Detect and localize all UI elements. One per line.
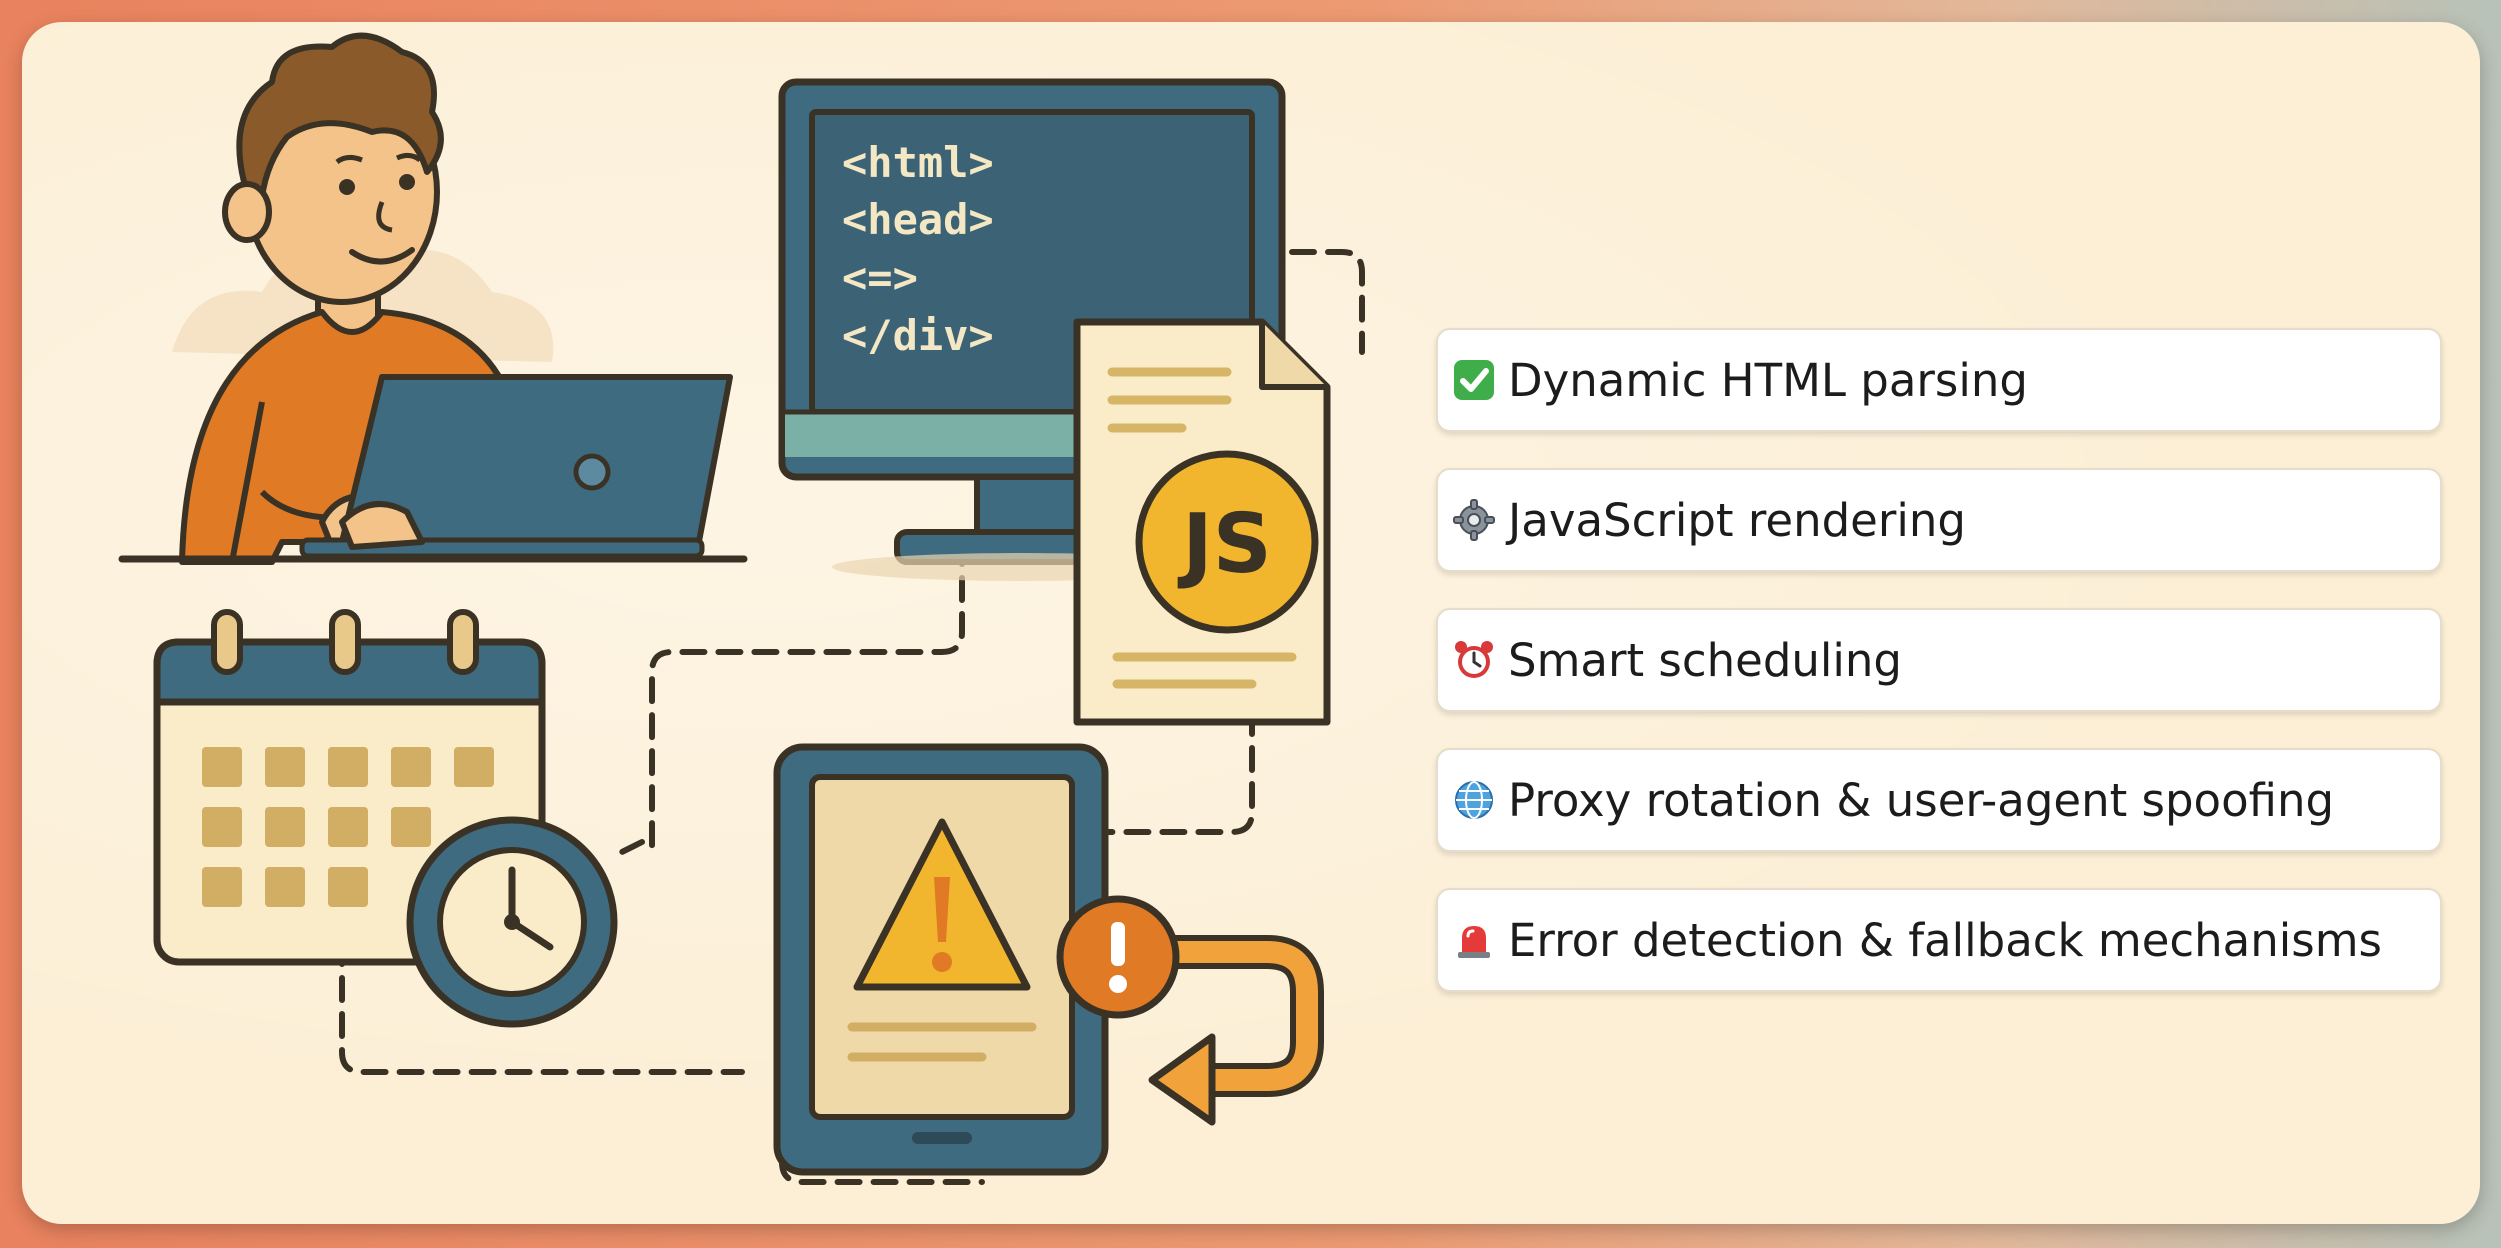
alarm-clock-icon	[1452, 638, 1496, 682]
feature-label: Smart scheduling	[1508, 633, 1902, 687]
code-line: <=>	[842, 253, 918, 302]
person-at-laptop	[118, 32, 748, 565]
feature-label: Proxy rotation & user-agent spoofing	[1508, 773, 2335, 827]
clock-icon	[406, 816, 618, 1028]
feature-item-proxy-rotation: Proxy rotation & user-agent spoofing	[1436, 748, 2442, 852]
error-alert-icon	[1056, 895, 1324, 1126]
diagram-card: <html> <head> <=> </div> JS	[22, 22, 2480, 1224]
feature-item-dynamic-html: Dynamic HTML parsing	[1436, 328, 2442, 432]
globe-icon	[1452, 778, 1496, 822]
js-document: JS	[1073, 318, 1331, 726]
feature-label: JavaScript rendering	[1508, 493, 1966, 547]
feature-label: Error detection & fallback mechanisms	[1508, 913, 2382, 967]
illustration: <html> <head> <=> </div> JS	[118, 32, 1365, 1185]
js-badge-text: JS	[1177, 497, 1272, 592]
gear-icon	[1452, 498, 1496, 542]
code-line: <html>	[842, 138, 994, 187]
feature-list: Dynamic HTML parsing JavaScript renderin…	[1436, 328, 2442, 1028]
check-icon	[1452, 358, 1496, 402]
feature-label: Dynamic HTML parsing	[1508, 353, 2028, 407]
feature-item-error-detection: Error detection & fallback mechanisms	[1436, 888, 2442, 992]
feature-item-smart-scheduling: Smart scheduling	[1436, 608, 2442, 712]
code-line: <head>	[842, 195, 994, 244]
siren-icon	[1452, 918, 1496, 962]
warning-tablet	[773, 743, 1109, 1176]
feature-item-js-rendering: JavaScript rendering	[1436, 468, 2442, 572]
code-line: </div>	[842, 311, 994, 360]
